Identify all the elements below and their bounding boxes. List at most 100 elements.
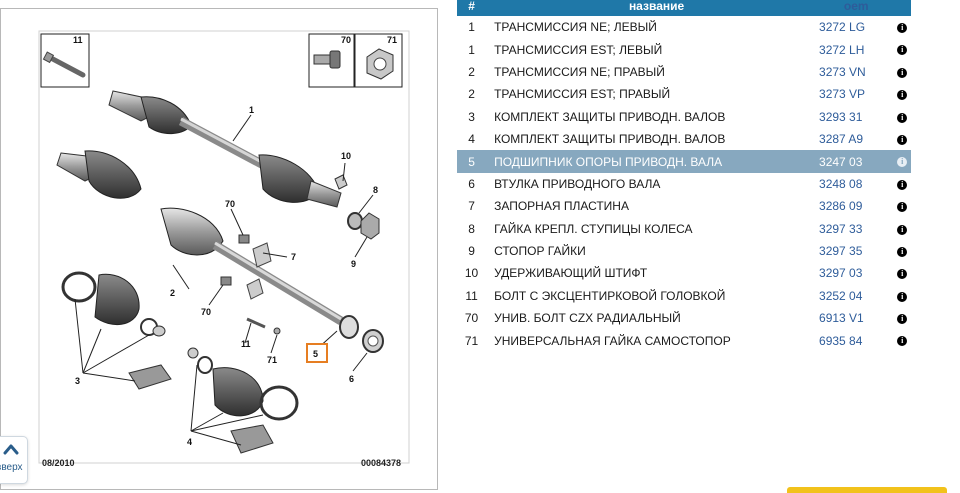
table-row[interactable]: 8 ГАЙКА КРЕПЛ. СТУПИЦЫ КОЛЕСА 3297 33 i (457, 218, 911, 240)
info-cell: i (893, 150, 911, 173)
part-number-cell: 2 (468, 64, 475, 79)
callout-9: 9 (351, 259, 356, 269)
oem-code-link[interactable]: 3273 VP (819, 87, 866, 102)
info-cell: i (893, 106, 911, 128)
chevron-up-icon (3, 444, 19, 455)
oem-code-link[interactable]: 6935 84 (819, 333, 863, 348)
back-to-top-button[interactable]: вверх (0, 436, 28, 484)
part-name-cell: УНИВ. БОЛТ CZX РАДИАЛЬНЫЙ (494, 311, 681, 326)
info-icon[interactable]: i (897, 45, 908, 56)
info-icon[interactable]: i (897, 157, 908, 168)
callout-5: 5 (313, 349, 318, 359)
part-number-cell: 7 (468, 199, 475, 214)
header-info (893, 0, 911, 16)
info-icon[interactable]: i (897, 23, 908, 34)
table-row[interactable]: 10 УДЕРЖИВАЮЩИЙ ШТИФТ 3297 03 i (457, 262, 911, 284)
callout-70-lower: 70 (201, 307, 211, 317)
info-icon[interactable]: i (897, 202, 908, 213)
drawing-date: 08/2010 (42, 458, 75, 468)
header-name[interactable]: название (486, 0, 820, 16)
oem-code-link[interactable]: 3297 33 (819, 221, 863, 236)
callout-5-highlight[interactable] (306, 343, 328, 363)
info-icon[interactable]: i (897, 246, 908, 257)
part-name-cell: ТРАНСМИССИЯ EST; ЛЕВЫЙ (494, 42, 663, 57)
part-name-cell: ГАЙКА КРЕПЛ. СТУПИЦЫ КОЛЕСА (494, 221, 693, 236)
info-icon[interactable]: i (897, 179, 908, 190)
part-name-cell: УНИВЕРСАЛЬНАЯ ГАЙКА САМОСТОПОР (494, 333, 731, 348)
oem-code-link[interactable]: 3297 03 (819, 266, 863, 281)
info-icon[interactable]: i (897, 336, 908, 347)
oem-code-link[interactable]: 3293 31 (819, 109, 863, 124)
oem-code-link[interactable]: 3297 35 (819, 244, 863, 259)
callout-4: 4 (187, 437, 192, 447)
part-number-cell: 10 (464, 266, 479, 281)
info-cell: i (893, 329, 911, 351)
oem-code-link[interactable]: 3252 04 (819, 288, 863, 303)
info-icon[interactable]: i (897, 314, 908, 325)
info-icon[interactable]: i (897, 224, 908, 235)
info-cell: i (893, 195, 911, 217)
table-header-row: # название oem (457, 0, 911, 16)
part-number-cell: 6 (468, 176, 475, 191)
boot-kit-3 (61, 271, 172, 390)
table-row[interactable]: 6 ВТУЛКА ПРИВОДНОГО ВАЛА 3248 08 i (457, 173, 911, 195)
info-icon[interactable]: i (897, 112, 908, 123)
part-name-cell: СТОПОР ГАЙКИ (494, 244, 586, 259)
floating-widget-tab[interactable] (787, 487, 947, 493)
info-icon[interactable]: i (897, 67, 908, 78)
oem-code-link[interactable]: 3248 08 (819, 176, 863, 191)
info-icon[interactable]: i (897, 269, 908, 280)
oem-code-link[interactable]: 6913 V1 (819, 311, 864, 326)
part-name-cell: ВТУЛКА ПРИВОДНОГО ВАЛА (494, 176, 661, 191)
part-number-cell: 1 (468, 20, 475, 35)
bolt-70-inset (313, 54, 333, 65)
part-number-cell: 1 (468, 42, 475, 57)
oem-code-link[interactable]: 3273 VN (819, 64, 866, 79)
right-driveshaft-2 (56, 150, 384, 353)
table-row[interactable]: 1 ТРАНСМИССИЯ EST; ЛЕВЫЙ 3272 LH i (457, 38, 911, 60)
part-number-cell: 2 (468, 87, 475, 102)
oem-code-link[interactable]: 3272 LG (819, 20, 866, 35)
info-cell: i (893, 38, 911, 60)
part-name-cell: УДЕРЖИВАЮЩИЙ ШТИФТ (494, 266, 648, 281)
part-name-cell: КОМПЛЕКТ ЗАЩИТЫ ПРИВОДН. ВАЛОВ (494, 109, 726, 124)
info-icon[interactable]: i (897, 291, 908, 302)
oem-code-link[interactable]: 3286 09 (819, 199, 863, 214)
box-label-70: 70 (341, 35, 351, 45)
info-cell: i (893, 285, 911, 307)
callout-70-upper: 70 (225, 199, 235, 209)
callout-71: 71 (267, 355, 277, 365)
oem-code-link[interactable]: 3272 LH (819, 42, 865, 57)
part-name-cell: КОМПЛЕКТ ЗАЩИТЫ ПРИВОДН. ВАЛОВ (494, 132, 726, 147)
box-label-11: 11 (73, 35, 83, 45)
callout-3: 3 (75, 376, 80, 386)
callout-6: 6 (349, 374, 354, 384)
callout-7: 7 (291, 252, 296, 262)
part-name-cell: БОЛТ С ЭКСЦЕНТИРКОВОЙ ГОЛОВКОЙ (494, 288, 726, 303)
oem-code-link[interactable]: 3287 A9 (819, 132, 864, 147)
back-to-top-label: вверх (0, 462, 23, 473)
info-cell: i (893, 218, 911, 240)
parts-diagram-drawing: 11 70 71 1 2 3 4 5 6 7 8 9 10 11 70 71 7… (38, 30, 410, 464)
info-icon[interactable]: i (897, 90, 908, 101)
drawing-number: 00084378 (361, 458, 402, 468)
info-icon[interactable]: i (897, 134, 908, 145)
header-oem[interactable]: oem (819, 0, 894, 16)
header-num[interactable]: # (457, 0, 487, 16)
oem-code-link[interactable]: 3247 03 (819, 150, 894, 173)
info-cell: i (893, 16, 911, 38)
part-number-cell: 8 (468, 221, 475, 236)
